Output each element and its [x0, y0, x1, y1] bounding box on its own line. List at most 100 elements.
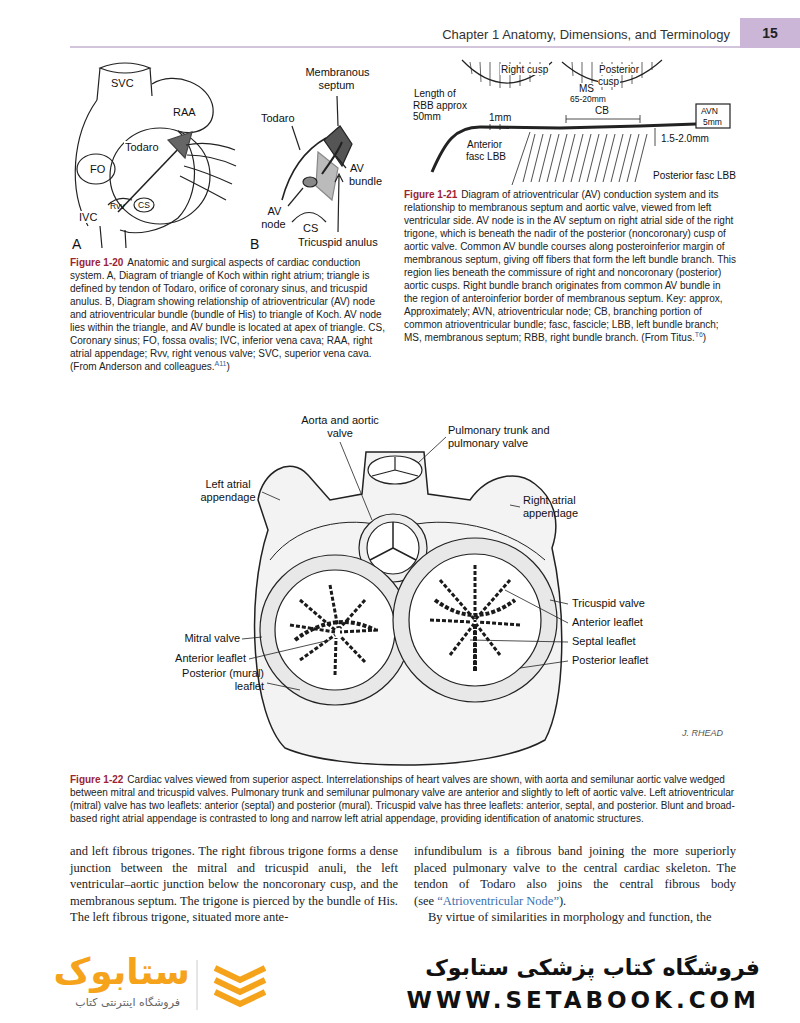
cross-reference-link: “Atrioventricular Node” [437, 894, 559, 908]
dimension-label: 5mm [703, 117, 722, 127]
anatomy-label: Mitral valve [178, 632, 240, 645]
anatomy-label-paragraph: Right atrial appendage [523, 494, 597, 520]
dimension-label: 1.5-2.0mm [660, 133, 710, 144]
anatomy-label: Right atrial appendage [523, 494, 597, 520]
anatomy-label: Anterior leaflet [175, 652, 246, 664]
anatomy-label: Right cusp [500, 64, 549, 76]
figure-caption: ) [226, 361, 229, 372]
anatomy-label-paragraph: AV node [256, 205, 292, 231]
anatomy-label: CS [138, 200, 150, 210]
figure-caption-paragraph: Figure 1-22Cardiac valves viewed from su… [70, 773, 735, 825]
body-text: infundibulum is a fibrous band joining t… [414, 843, 736, 926]
dimension-label: 1.5-2.0mm [660, 133, 710, 145]
anatomy-label-paragraph: SVC [110, 77, 135, 90]
body-text: and left fibrous trigones. The right fib… [70, 844, 398, 924]
figure-caption: Figure 1-20Anatomic and surgical aspects… [70, 256, 392, 373]
anatomy-label-paragraph: Anterior leaflet [160, 652, 246, 665]
anatomy-label: Anterior leaflet [160, 652, 246, 665]
figure-number: Figure 1-22 [70, 774, 123, 785]
anatomy-label-paragraph: Tricuspid anulus [297, 236, 379, 249]
anatomy-label-paragraph: Posterior fasc LBB [652, 170, 737, 182]
dimension-label-paragraph: 65-20mm [570, 94, 606, 104]
anatomy-label: IVC [78, 211, 98, 223]
store-name: فروشگاه کتاب پزشکی ستابوک [425, 955, 760, 980]
anatomy-label: AV node [261, 205, 286, 230]
figure-number: Figure 1-21 [404, 189, 457, 200]
anatomy-label: Membranous septum [304, 66, 369, 91]
anatomy-label-paragraph: Anterior leaflet [572, 616, 643, 629]
artist-signature: J. RHEAD [682, 728, 723, 738]
anatomy-label-paragraph: CS [138, 200, 150, 210]
anatomy-label-paragraph: IVC [78, 211, 98, 224]
panel-letter: A [72, 236, 81, 252]
body-text: ). [559, 894, 566, 908]
body-text: and left fibrous trigones. The right fib… [70, 843, 398, 926]
anatomy-label-paragraph: CS [302, 222, 319, 235]
anatomy-label-paragraph: Left atrial appendage [196, 478, 260, 504]
anatomy-label-paragraph: Posterior cusp [598, 64, 646, 87]
abbreviation-label-paragraph: CB [594, 105, 610, 117]
anatomy-label: Tricuspid anulus [297, 236, 379, 249]
anatomy-label-paragraph: Pulmonary trunk and pulmonary valve [448, 424, 560, 450]
anatomy-label: CS [138, 200, 150, 210]
anatomy-label: Todaro [124, 141, 160, 154]
anatomy-label: Right atrial appendage [523, 494, 578, 519]
panel-letter-paragraph: A [72, 236, 81, 252]
anatomy-label: Todaro [124, 141, 160, 153]
panel-letter: A [72, 236, 81, 252]
dimension-label-paragraph: 5mm [703, 117, 722, 127]
anatomy-label-paragraph: Mitral valve [178, 632, 240, 645]
anatomy-label: Tricuspid valve [572, 597, 645, 609]
anatomy-label: Mitral valve [184, 632, 240, 644]
anatomy-label: Pulmonary trunk and pulmonary valve [448, 424, 550, 449]
anatomy-label: Anterior fasc LBB [466, 139, 507, 162]
cardiac-valves-drawing [242, 437, 568, 765]
anatomy-label: IVC [78, 211, 98, 224]
figure-caption: Anatomic and surgical aspects of cardiac… [70, 257, 385, 372]
anatomy-label: FO [89, 163, 106, 175]
anatomy-label-paragraph: Septal leaflet [572, 635, 636, 648]
dimension-label-paragraph: 1mm [488, 112, 512, 124]
anatomy-label-paragraph: Right cusp [500, 64, 549, 76]
anatomy-label: Anterior leaflet [572, 616, 643, 628]
anatomy-label: Septal leaflet [572, 635, 636, 648]
anatomy-label: Posterior fasc LBB [652, 170, 737, 182]
running-header: Chapter 1 Anatomy, Dimensions, and Termi… [442, 27, 730, 42]
anatomy-label: Posterior fasc LBB [652, 170, 737, 181]
anatomy-label-paragraph: AV bundle [349, 162, 395, 188]
anatomy-label: AV node [256, 205, 292, 231]
anatomy-label-paragraph: Posterior leaflet [572, 654, 648, 667]
anatomy-label: AV bundle [349, 162, 395, 188]
anatomy-label: Right cusp [500, 64, 549, 75]
abbreviation-label: MS [578, 83, 595, 95]
anatomy-label: Anterior leaflet [572, 616, 643, 629]
dimension-label: 1mm [488, 112, 512, 123]
figure-caption: ) [703, 332, 706, 343]
anatomy-label-paragraph: Todaro [260, 112, 296, 125]
anatomy-label: Aorta and aortic valve [301, 414, 379, 439]
anatomy-label-paragraph: Posterior (mural) leaflet [160, 667, 264, 693]
panel-letter-paragraph: B [250, 236, 259, 252]
page-number-tab: 15 [740, 18, 800, 48]
anatomy-label: Todaro [260, 112, 296, 124]
anatomy-label: Posterior cusp [598, 64, 646, 87]
panel-letter: B [250, 236, 259, 252]
anatomy-label: Membranous septum [298, 66, 376, 92]
koch-triangle-drawing [75, 63, 236, 248]
store-url-paragraph: WWW.SETABOOK.COM [380, 986, 760, 1014]
abbreviation-label-paragraph: MS [578, 83, 595, 95]
figure-number: Figure 1-20 [70, 257, 123, 268]
anatomy-label: Posterior leaflet [572, 654, 648, 667]
anatomy-label: Pulmonary trunk and pulmonary valve [448, 424, 560, 450]
dimension-label: 1mm [488, 112, 512, 124]
anatomy-label: Rvv [110, 201, 125, 211]
anatomy-label: Todaro [260, 112, 296, 125]
store-logo-text: ستابوک [40, 952, 190, 992]
dimension-label: 65-20mm [570, 94, 606, 104]
store-name-paragraph: فروشگاه کتاب پزشکی ستابوک [380, 954, 760, 982]
anatomy-label: CS [302, 222, 319, 235]
reference-superscript: T6 [695, 331, 703, 338]
store-tagline: فروشگاه اینترنتی کتاب [50, 996, 180, 1009]
anatomy-label-paragraph: RAA [172, 106, 197, 119]
